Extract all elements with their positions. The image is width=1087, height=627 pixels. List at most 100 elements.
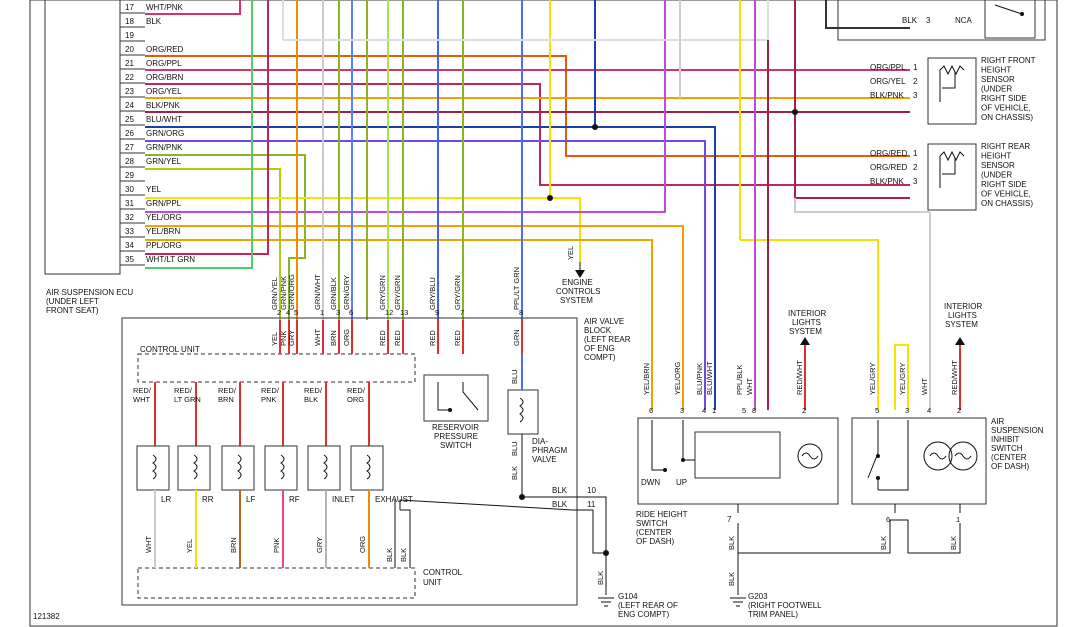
wire-routes	[145, 0, 961, 410]
out-wire-10: BLK	[552, 486, 568, 495]
height-sensor-box	[927, 143, 977, 211]
interior1-line-1: INTERIOR	[788, 309, 826, 318]
reservoir-label-1: RESERVOIR	[432, 423, 479, 432]
inhibit-label-2: SUSPENSION	[991, 426, 1044, 435]
valve-lower-label: YEL	[185, 539, 194, 553]
valve-pin-num: 2	[277, 308, 281, 317]
valve-pin-wire: GRN/YEL	[270, 277, 279, 310]
ride-pin-num: 3	[680, 406, 684, 415]
valve-pin-wire: GRY/BLU	[428, 277, 437, 310]
ride-position-up: UP	[676, 478, 687, 487]
valve-coil	[280, 454, 285, 480]
diaphragm-label-3: VALVE	[532, 455, 557, 464]
valve-name: RF	[289, 495, 300, 504]
ground-g104: BLK G104 (LEFT REAR OF ENG COMPT)	[596, 571, 678, 619]
ride-pin-wire: BLU/PNK	[695, 363, 704, 395]
ride-pin-wire: YEL/ORG	[673, 361, 682, 395]
valve-pin-short: YEL	[270, 332, 279, 346]
valve-upper-label: RED/	[347, 386, 366, 395]
interior2-line-3: SYSTEM	[945, 320, 978, 329]
interior1-line-2: LIGHTS	[792, 318, 821, 327]
ride-pin-wire: WHT	[745, 378, 754, 395]
ride-pin-num: 8	[752, 406, 756, 415]
ecu-pin-wire: PPL/ORG	[146, 241, 182, 250]
valve-coil-box	[350, 445, 384, 491]
valve-lower-label: PNK	[272, 538, 281, 553]
inhibit-pin-wire: WHT	[920, 378, 929, 395]
sensor-pin-num: 1	[913, 149, 918, 158]
valve-pin-num: 13	[400, 308, 408, 317]
g203-name: G203	[748, 592, 768, 601]
inhibit-pin-wire: YEL/GRY	[868, 363, 877, 395]
ride-height-switch: DWN UP RIDE HEIGHT SWITCH (CENTER OF DAS…	[636, 417, 961, 595]
inhibit-bottom-wire: BLK	[879, 536, 888, 550]
valve-upper-label: WHT	[133, 395, 150, 404]
valve-pin-short: RED	[428, 330, 437, 346]
valve-block-label-4: OF ENG	[584, 344, 615, 353]
out-pin-11: 11	[587, 500, 596, 509]
ride-label-1: RIDE HEIGHT	[636, 510, 688, 519]
valve-block-label-1: AIR VALVE	[584, 317, 624, 326]
out-pin-10: 10	[587, 486, 596, 495]
engine-controls-label-3: SYSTEM	[560, 296, 593, 305]
ecu-pin-num: 32	[125, 213, 134, 222]
top-right-wire: BLK	[902, 16, 918, 25]
engine-controls-label-2: CONTROLS	[556, 287, 600, 296]
out-wire-11: BLK	[552, 500, 568, 509]
valve-upper-label: RED/	[218, 386, 237, 395]
valve-pin-num: 1	[320, 308, 324, 317]
valve-coil-box	[307, 445, 341, 491]
sensor-pin-wire: BLK/PNK	[870, 177, 904, 186]
ecu-pin-num: 27	[125, 143, 134, 152]
valve-pin-num: 5	[294, 308, 298, 317]
sensor-label-line: SENSOR	[981, 161, 1015, 170]
ecu-pin-wire: BLU/WHT	[146, 115, 182, 124]
valve-pin-num: 8	[519, 308, 523, 317]
sensor-label-line: ON CHASSIS)	[981, 113, 1033, 122]
ecu-label-3: FRONT SEAT)	[46, 306, 99, 315]
inhibit-switch: AIR SUSPENSION INHIBIT SWITCH (CENTER OF…	[851, 417, 1044, 513]
sensor-label-line: RIGHT SIDE	[981, 94, 1027, 103]
diaphragm-wire-3: BLK	[510, 466, 519, 480]
inhibit-bottom-wire: BLK	[949, 536, 958, 550]
ecu-pin-num: 35	[125, 255, 134, 264]
valve-coil-box	[177, 445, 211, 491]
sensor-pin-num: 3	[913, 91, 918, 100]
sensor-pin-wire: ORG/RED	[870, 163, 908, 172]
valve-upper-label: PNK	[261, 395, 276, 404]
inhibit-label-5: (CENTER	[991, 453, 1027, 462]
inhibit-bottom-num: 1	[956, 515, 960, 524]
control-unit-bottom-label-1: CONTROL	[423, 568, 463, 577]
ecu-pin-wire: ORG/PPL	[146, 59, 182, 68]
engine-controls-wire: YEL	[566, 246, 575, 260]
ecu-pin-num: 23	[125, 87, 134, 96]
valve-coil	[152, 454, 157, 480]
valve-pin-wire: GRN/BLK	[329, 277, 338, 310]
ecu-pin-wire: GRN/ORG	[146, 129, 184, 138]
diagram-id: 121382	[33, 612, 60, 621]
ride-position-dwn: DWN	[641, 478, 660, 487]
valve-coil-box	[221, 445, 255, 491]
sensor-pin-wire: ORG/YEL	[870, 77, 906, 86]
sensor-label-line: RIGHT REAR	[981, 142, 1030, 151]
diaphragm-label-1: DIA-	[532, 437, 548, 446]
valve-upper-label: LT GRN	[174, 395, 201, 404]
inhibit-pin-num: 3	[905, 406, 909, 415]
valve-block-label-5: COMPT)	[584, 353, 616, 362]
sensor-label-line: OF VEHICLE,	[981, 190, 1031, 199]
valve-coil-box	[136, 445, 170, 491]
valve-block-pins: GRN/YEL2YELGRN/PNK4PNKGRN/ORG5GRYGRN/WHT…	[270, 267, 523, 354]
valve-pin-num: 3	[336, 308, 340, 317]
engine-controls-system: YEL ENGINE CONTROLS SYSTEM	[556, 246, 600, 305]
valve-pin-num: 7	[460, 308, 464, 317]
inhibit-pin-wire: RED/WHT	[950, 360, 959, 395]
ecu-pin-num: 29	[125, 171, 134, 180]
ecu-pin-num: 25	[125, 115, 134, 124]
ride-switch-pins: YEL/BRN6YEL/ORG3BLU/PNK4BLU/WHT1PPL/BLK5…	[642, 360, 806, 415]
valve-block-label-2: BLOCK	[584, 326, 612, 335]
ecu-pin-num: 33	[125, 227, 134, 236]
valve-upper-label: BLK	[304, 395, 318, 404]
valve-pin-wire: GRN/WHT	[313, 274, 322, 310]
ride-label-3: (CENTER	[636, 528, 672, 537]
